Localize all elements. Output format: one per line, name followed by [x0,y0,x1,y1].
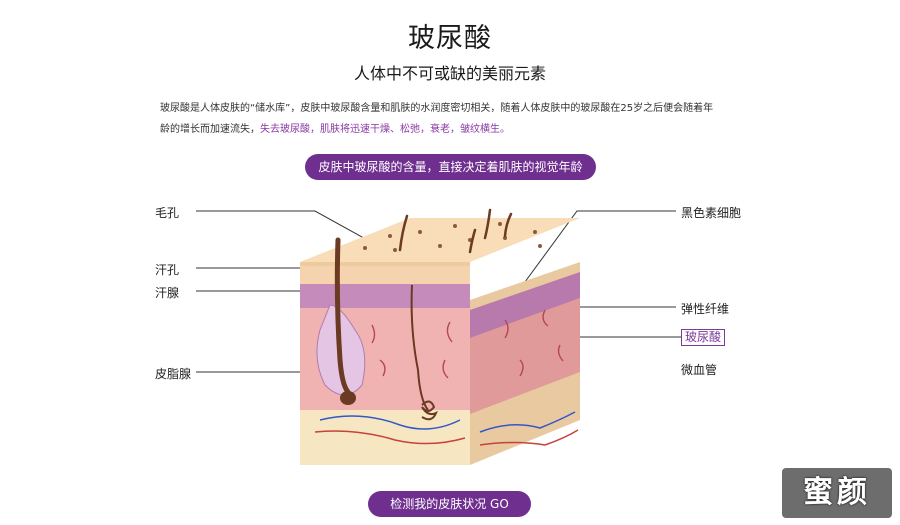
block-right-elastic [470,272,580,338]
intro-line-2-plain: 龄的增长而加速流失， [160,124,260,135]
label-melanocyte: 黑色素细胞 [681,206,742,220]
block-top-edge [300,262,470,266]
banner-pill: 皮肤中玻尿酸的含量，直接决定着肌肤的视觉年龄 [305,154,596,180]
intro-line-1: 玻尿酸是人体皮肤的“储水库”，皮肤中玻尿酸含量和肌肤的水润度密切相关，随着人体皮… [160,103,714,114]
hair-follicle [334,237,351,395]
sweat-coil [421,400,438,421]
capillaries [314,411,579,446]
elastic-fibers [371,309,564,379]
intro-paragraph: 玻尿酸是人体皮肤的“储水库”，皮肤中玻尿酸含量和肌肤的水润度密切相关，随着人体皮… [160,98,750,140]
label-elastic-fiber: 弹性纤维 [681,302,730,316]
page-subtitle: 人体中不可或缺的美丽元素 [353,64,546,83]
block-right-dermis [470,298,580,414]
block-front-elastic [300,282,470,308]
check-skin-button[interactable]: 检测我的皮肤状况 GO [368,491,531,517]
pore-dots [363,222,542,252]
sweat-duct [410,284,429,411]
hair-bulb [340,391,356,405]
label-sebaceous-gland: 皮脂腺 [155,367,192,381]
hairs [398,208,513,254]
watermark-logo: 蜜颜 [782,468,892,518]
page-title: 玻尿酸 [408,23,492,54]
intro-line-2-accent: 失去玻尿酸，肌肤将迅速干燥、松弛，衰老，皱纹横生。 [260,124,510,135]
label-sweat-gland: 汗腺 [155,286,180,300]
block-front-epidermis [300,262,470,284]
label-hyaluronic-acid[interactable]: 玻尿酸 [681,329,726,346]
label-sweat-pore: 汗孔 [155,263,180,277]
label-capillary: 微血管 [681,363,718,377]
label-pore: 毛孔 [155,206,180,220]
block-top-face [300,218,580,262]
intro-line-2: 龄的增长而加速流失，失去玻尿酸，肌肤将迅速干燥、松弛，衰老，皱纹横生。 [160,119,750,140]
